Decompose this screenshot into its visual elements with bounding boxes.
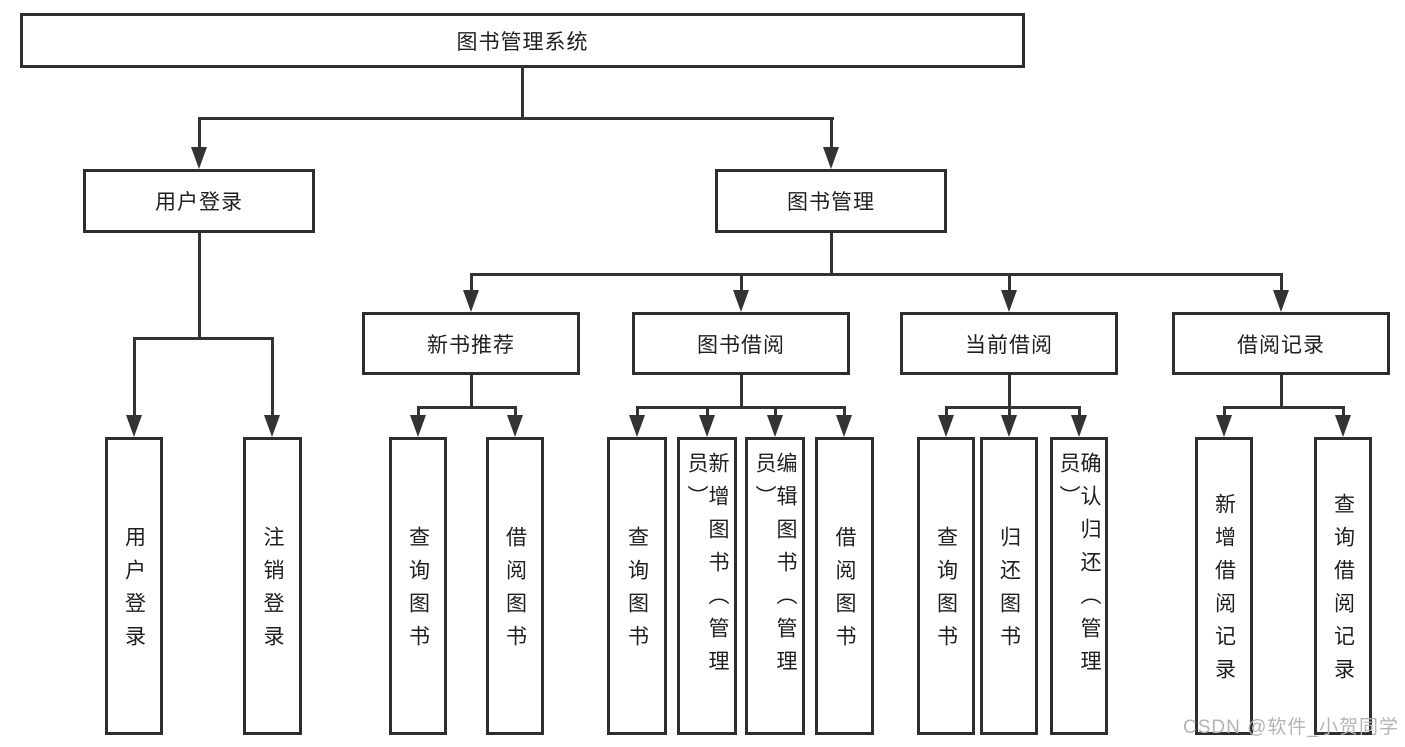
- connector-leaf-drop: [1078, 406, 1081, 417]
- node-book-borrow: 图书借阅: [632, 312, 850, 375]
- arrow-down-icon: [767, 415, 783, 437]
- connector-leaf-drop: [706, 406, 709, 417]
- connector-leaf-drop: [514, 406, 517, 417]
- connector-book-mgmt-stem: [830, 233, 833, 275]
- arrow-down-icon: [410, 415, 426, 437]
- arrow-down-icon: [126, 415, 142, 437]
- connector-rail: [636, 406, 846, 409]
- connector-leaf-drop: [1223, 406, 1226, 417]
- connector-level3-drop: [1280, 273, 1283, 292]
- connector-book-mgmt-drop: [830, 117, 833, 150]
- leaf-borrow-books: 借阅图书: [815, 437, 874, 735]
- connector-level3-drop: [740, 273, 743, 292]
- leaf-borrow-books: 借阅图书: [486, 437, 544, 735]
- node-current-borrow: 当前借阅: [900, 312, 1118, 375]
- arrow-down-icon: [463, 290, 479, 312]
- leaf-edit-books-admin: 编辑图书（管理员）: [745, 437, 805, 735]
- connector-stem: [740, 375, 743, 408]
- leaf-return-books: 归还图书: [980, 437, 1038, 735]
- arrow-down-icon: [507, 415, 523, 437]
- node-user-login: 用户登录: [83, 169, 315, 233]
- connector-leaf-drop: [774, 406, 777, 417]
- arrow-down-icon: [1216, 415, 1232, 437]
- arrow-down-icon: [1273, 290, 1289, 312]
- connector-level3-rail: [470, 273, 1283, 276]
- leaf-add-borrow-record: 新增借阅记录: [1195, 437, 1253, 735]
- csdn-watermark: CSDN @软件_小贺同学: [1183, 717, 1399, 738]
- arrow-down-icon: [1001, 290, 1017, 312]
- arrow-down-icon: [1335, 415, 1351, 437]
- connector-level2-rail: [198, 117, 834, 120]
- leaf-query-books: 查询图书: [917, 437, 975, 735]
- connector-user-login-drop: [198, 117, 201, 150]
- arrow-down-icon: [264, 415, 280, 437]
- connector-user-login-stem: [198, 233, 201, 340]
- connector-stem: [1008, 375, 1011, 408]
- node-borrow-records: 借阅记录: [1172, 312, 1390, 375]
- arrow-down-icon: [733, 290, 749, 312]
- arrow-down-icon: [1071, 415, 1087, 437]
- arrow-down-icon: [1001, 415, 1017, 437]
- leaf-query-borrow-record: 查询借阅记录: [1314, 437, 1372, 735]
- connector-leaf-drop: [133, 337, 136, 417]
- leaf-query-books: 查询图书: [607, 437, 667, 735]
- connector-rail: [945, 406, 1081, 409]
- arrow-down-icon: [191, 147, 207, 169]
- connector-level3-drop: [470, 273, 473, 292]
- leaf-user-login: 用户登录: [105, 437, 163, 735]
- node-library-management-system: 图书管理系统: [20, 13, 1025, 68]
- arrow-down-icon: [823, 147, 839, 169]
- connector-leaf-drop: [417, 406, 420, 417]
- arrow-down-icon: [699, 415, 715, 437]
- connector-leaf-drop: [1008, 406, 1011, 417]
- connector-level3-drop: [1008, 273, 1011, 292]
- connector-stem: [470, 375, 473, 408]
- arrow-down-icon: [836, 415, 852, 437]
- node-new-book-recommend: 新书推荐: [362, 312, 580, 375]
- leaf-confirm-return-admin: 确认归还（管理员）: [1050, 437, 1108, 735]
- connector-leaf-drop: [1342, 406, 1345, 417]
- node-book-management: 图书管理: [715, 169, 947, 233]
- connector-rail: [1223, 406, 1344, 409]
- leaf-logout-login: 注销登录: [243, 437, 302, 735]
- connector-stem: [1280, 375, 1283, 408]
- connector-leaf-drop: [945, 406, 948, 417]
- connector-root-stem: [521, 66, 524, 120]
- connector-leaf-drop: [271, 337, 274, 417]
- leaf-add-books-admin: 新增图书（管理员）: [677, 437, 737, 735]
- connector-leaf-drop: [636, 406, 639, 417]
- connector-rail: [417, 406, 517, 409]
- leaf-query-books: 查询图书: [389, 437, 447, 735]
- arrow-down-icon: [629, 415, 645, 437]
- connector-leaf-drop: [843, 406, 846, 417]
- arrow-down-icon: [938, 415, 954, 437]
- connector-user-login-rail: [133, 337, 274, 340]
